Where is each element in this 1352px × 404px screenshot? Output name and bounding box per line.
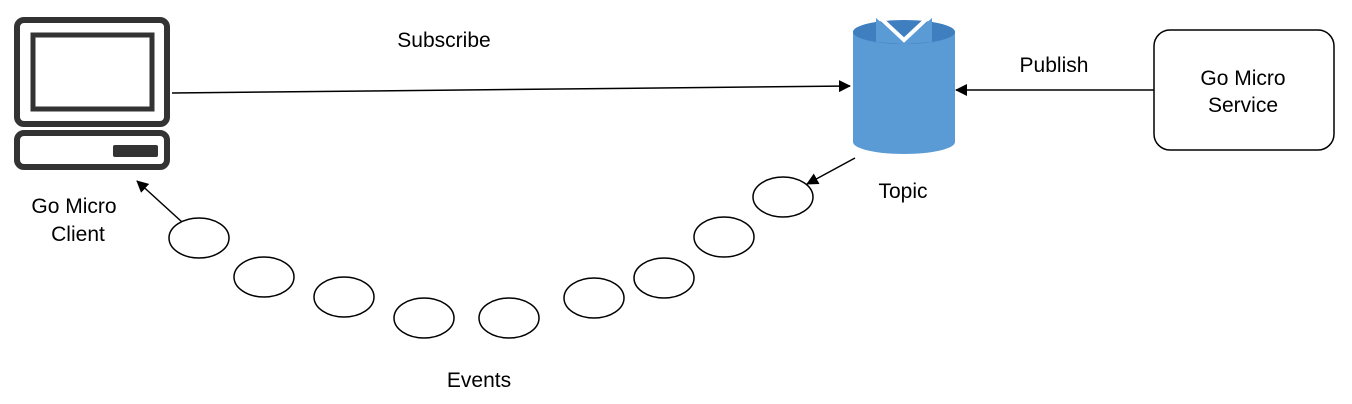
- service-label-line2: Service: [1208, 94, 1278, 117]
- event-ellipse: [168, 217, 230, 259]
- event-ellipse: [563, 277, 625, 319]
- event-ellipse: [633, 257, 695, 299]
- service-label-line1: Go Micro: [1200, 67, 1285, 90]
- topic-label: Topic: [878, 180, 927, 203]
- event-ellipse: [393, 297, 455, 339]
- event-ellipse: [693, 216, 755, 258]
- client-label-line1: Go Micro: [31, 195, 116, 218]
- events-to-client-arrow: [136, 180, 183, 223]
- publish-label: Publish: [1020, 54, 1089, 77]
- client-label-line2: Client: [51, 223, 105, 246]
- subscribe-arrow: [171, 80, 851, 94]
- queue-cylinder-icon[interactable]: [853, 12, 955, 154]
- topic-to-events-arrow: [806, 157, 856, 185]
- desktop-computer-icon[interactable]: [14, 17, 170, 170]
- event-ellipse: [233, 256, 295, 298]
- event-ellipse: [478, 297, 540, 339]
- service-box[interactable]: [1153, 29, 1335, 151]
- event-ellipse: [313, 276, 375, 318]
- event-ellipses: [168, 176, 814, 339]
- subscribe-label: Subscribe: [397, 29, 490, 52]
- event-ellipse: [752, 176, 814, 218]
- events-label: Events: [447, 369, 511, 392]
